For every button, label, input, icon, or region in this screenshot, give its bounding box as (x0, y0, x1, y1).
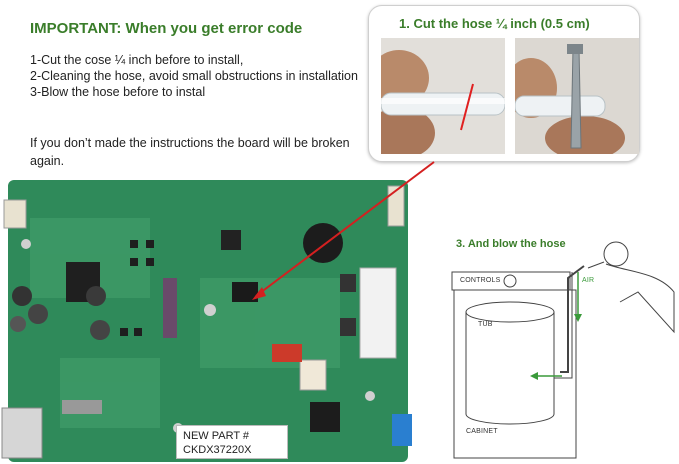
hose-photo-card: 1. Cut the hose ¼ inch (0.5 cm) (368, 5, 640, 162)
hose-cutting-illustration (515, 38, 639, 154)
part-label-line1: NEW PART # (183, 430, 250, 442)
washer-schematic (451, 241, 675, 459)
part-number: CKDX37220X (183, 444, 252, 456)
control-board-image (1, 180, 412, 462)
hose-photo-cutting (515, 38, 639, 154)
controls-label: CONTROLS (460, 277, 501, 284)
warning-text: If you don’t made the instructions the b… (30, 136, 350, 168)
step-2: 2-Cleaning the hose, avoid small obstruc… (30, 69, 358, 83)
new-part-label: NEW PART # CKDX37220X (176, 425, 288, 459)
step-1: 1-Cut the cose ¼ inch before to install, (30, 53, 244, 67)
instruction-steps: 1-Cut the cose ¼ inch before to install,… (30, 52, 360, 100)
blow-hose-diagram: 3. And blow the hose CONTROLS AIR TUB CA… (438, 232, 679, 464)
step-3: 3-Blow the hose before to instal (30, 85, 206, 99)
air-label: AIR (582, 277, 595, 284)
cabinet-label: CABINET (466, 428, 498, 435)
hose-marked-illustration (381, 38, 505, 154)
hose-photo-marked (381, 38, 505, 154)
instructions-heading: IMPORTANT: When you get error code (30, 20, 303, 37)
photo-card-title: 1. Cut the hose ¼ inch (0.5 cm) (399, 16, 590, 31)
tub-label: TUB (478, 321, 493, 328)
diagram-title: 3. And blow the hose (456, 238, 566, 250)
